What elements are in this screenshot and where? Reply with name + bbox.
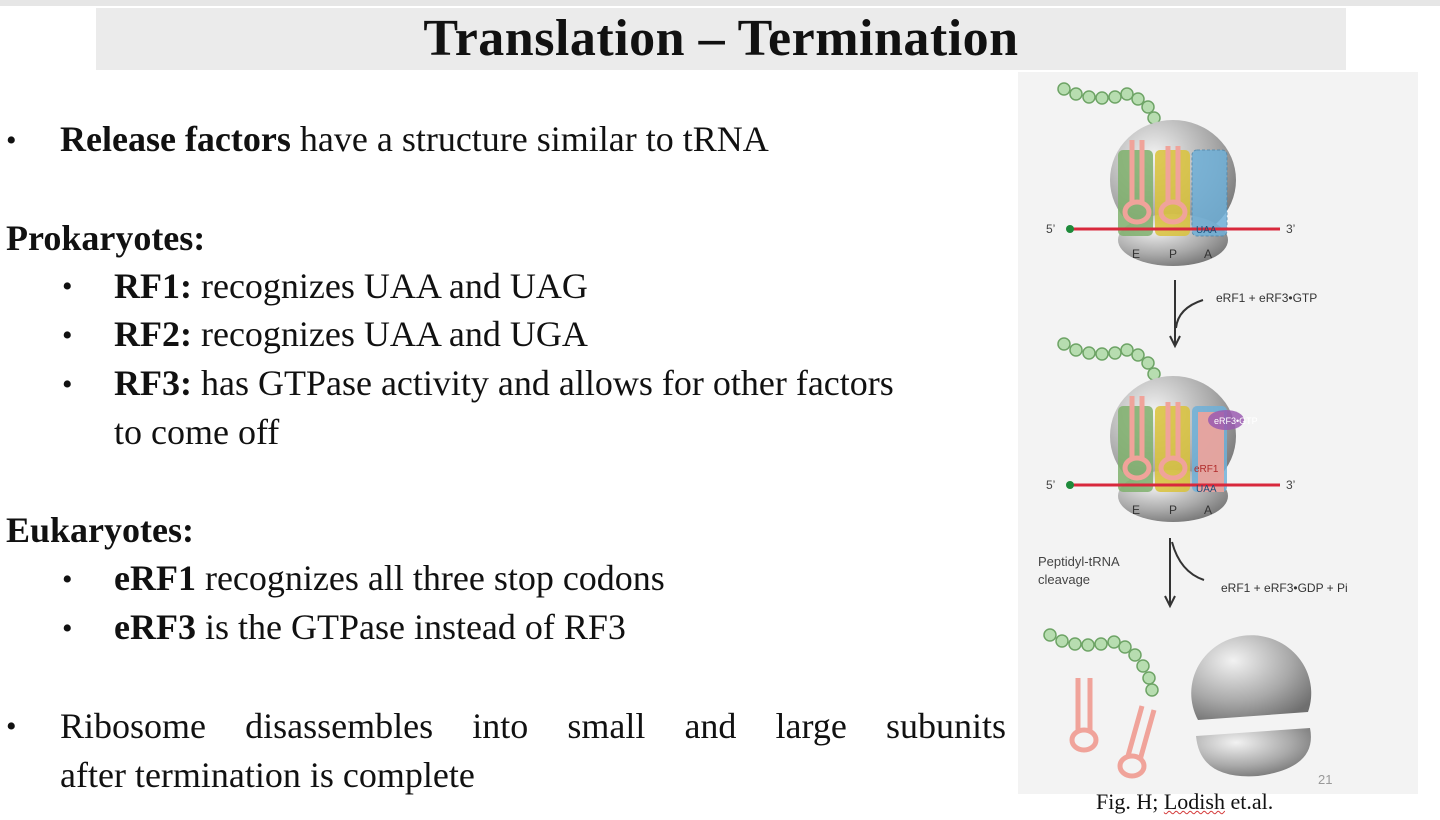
bullet-dot: • xyxy=(62,612,73,645)
stop-codon-label: UAA xyxy=(1196,225,1217,236)
bullet-dot: • xyxy=(62,270,73,303)
prokaryotes-heading: Prokaryotes: xyxy=(6,218,206,258)
erf3-term: eRF3 xyxy=(114,607,196,647)
rf3-continuation: to come off xyxy=(114,412,280,452)
peptide-chain xyxy=(1057,337,1163,393)
arrow-step-2 xyxy=(1164,538,1205,609)
stop-codon-label: UAA xyxy=(1196,484,1217,495)
released-trna xyxy=(1069,678,1099,753)
step-1-label: eRF1 + eRF3•GTP xyxy=(1216,291,1317,305)
rf1-text: recognizes UAA and UAG xyxy=(191,266,588,306)
rf3-term: RF3: xyxy=(114,363,192,403)
a-site xyxy=(1191,149,1228,237)
caption-prefix: Fig. H; xyxy=(1096,789,1164,814)
erf1-term: eRF1 xyxy=(114,558,196,598)
ribosome-line-1: Ribosome disassembles into small and lar… xyxy=(60,705,1006,747)
bullet-dot: • xyxy=(6,124,17,157)
site-a-label: A xyxy=(1204,503,1212,517)
released-trna xyxy=(1117,705,1157,779)
top-edge-bar xyxy=(0,0,1440,6)
word: subunits xyxy=(885,706,1006,746)
rf3-line: RF3: has GTPase activity and allows for … xyxy=(114,362,894,404)
stage-2-ribosome: eRF3•GTP eRF1 5’ 3’ UAA E P A xyxy=(1046,337,1295,522)
stage-3-disassembly xyxy=(1043,628,1312,779)
termination-diagram: 5’ 3’ UAA E P A eRF1 + eRF3•GTP xyxy=(1038,82,1348,779)
trna-p xyxy=(1158,146,1188,225)
trna-e xyxy=(1122,140,1152,225)
stage-1-ribosome: 5’ 3’ UAA E P A xyxy=(1046,82,1295,266)
slide-title: Translation – Termination xyxy=(423,10,1019,67)
erf3-line: eRF3 is the GTPase instead of RF3 xyxy=(114,606,626,648)
site-p-label: P xyxy=(1169,503,1177,517)
rf2-text: recognizes UAA and UGA xyxy=(191,314,588,354)
word: large xyxy=(775,706,847,746)
trna-e xyxy=(1122,396,1152,481)
mrna-5-end xyxy=(1066,481,1074,489)
ribosome-line-2: after termination is complete xyxy=(60,755,475,795)
step-2-label-line-1: Peptidyl-tRNA xyxy=(1038,554,1120,569)
figure-caption: Fig. H; Lodish et.al. xyxy=(1096,788,1273,816)
three-prime-label: 3’ xyxy=(1286,478,1295,492)
caption-author: Lodish xyxy=(1163,789,1225,814)
mrna-5-end xyxy=(1066,225,1074,233)
bullet-dot: • xyxy=(62,368,73,401)
rf2-line: RF2: recognizes UAA and UGA xyxy=(114,313,588,355)
erf1-line: eRF1 recognizes all three stop codons xyxy=(114,557,665,599)
caption-suffix: et.al. xyxy=(1224,789,1274,814)
erf3-shape xyxy=(1208,410,1244,430)
site-a-label: A xyxy=(1204,247,1212,261)
bullet-dot: • xyxy=(62,319,73,352)
rf2-term: RF2: xyxy=(114,314,192,354)
rf1-line: RF1: recognizes UAA and UAG xyxy=(114,265,588,307)
large-subunit-released xyxy=(1191,635,1312,720)
rf1-term: RF1: xyxy=(114,266,192,306)
page-number: 21 xyxy=(1318,772,1333,787)
erf1-shape xyxy=(1198,412,1224,492)
peptide-chain xyxy=(1057,82,1163,137)
release-factors-text: have a structure similar to tRNA xyxy=(290,119,769,159)
small-subunit-released xyxy=(1196,728,1311,777)
eukaryotes-heading: Eukaryotes: xyxy=(6,510,194,550)
released-peptide xyxy=(1043,628,1159,697)
erf1-text: recognizes all three stop codons xyxy=(195,558,665,598)
word: disassembles xyxy=(245,706,434,746)
release-factors-line: Release factors have a structure similar… xyxy=(60,118,769,160)
release-factors-term: Release factors xyxy=(60,119,291,159)
bullet-dot: • xyxy=(62,563,73,596)
trna-p xyxy=(1158,402,1188,481)
rf3-text: has GTPase activity and allows for other… xyxy=(191,363,894,403)
five-prime-label: 5’ xyxy=(1046,478,1055,492)
step-2-products: eRF1 + eRF3•GDP + Pi xyxy=(1221,581,1348,595)
five-prime-label: 5’ xyxy=(1046,222,1055,236)
erf1-label: eRF1 xyxy=(1194,464,1219,475)
three-prime-label: 3’ xyxy=(1286,222,1295,236)
site-e-label: E xyxy=(1132,503,1140,517)
site-e-label: E xyxy=(1132,247,1140,261)
erf3-gtp-label: eRF3•GTP xyxy=(1214,416,1258,426)
word: small xyxy=(567,706,646,746)
bullet-dot: • xyxy=(6,710,17,743)
word: Ribosome xyxy=(60,706,207,746)
step-2-label-line-2: cleavage xyxy=(1038,572,1090,587)
site-p-label: P xyxy=(1169,247,1177,261)
word: and xyxy=(684,706,737,746)
title-band xyxy=(96,8,1346,70)
erf3-text: is the GTPase instead of RF3 xyxy=(195,607,626,647)
word: into xyxy=(472,706,529,746)
arrow-step-1 xyxy=(1169,280,1204,349)
